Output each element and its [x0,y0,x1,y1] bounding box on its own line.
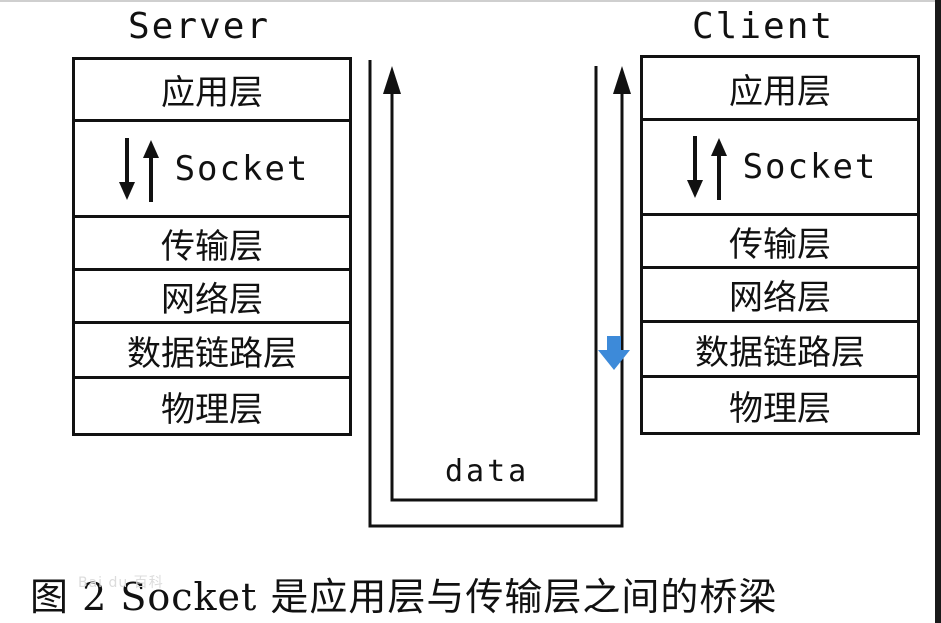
server-socket-layer: Socket [75,122,349,218]
client-network-layer: 网络层 [643,269,917,323]
server-data-link-layer: 数据链路层 [75,324,349,379]
client-physical-layer: 物理层 [729,388,831,429]
server-stack: 应用层 Socket 传输层 网络层 数据链路层 物理层 [72,57,352,436]
data-path-outer-arrowhead [613,66,631,94]
server-transport-layer: 传输层 [75,218,349,271]
data-path-inner-line [390,66,598,502]
down-arrow-icon [598,336,630,370]
client-data-link-layer: 数据链路层 [643,323,917,378]
watermark: Bai du 百科 [78,575,164,591]
data-path-outer-line [368,60,624,528]
server-network-layer: 网络层 [75,271,349,324]
bidirectional-arrows-icon [118,137,159,202]
server-title: Server [128,6,271,47]
client-application-layer: 应用层 [643,58,917,121]
right-border [935,0,941,623]
server-socket-label: Socket [174,148,310,189]
data-label: data [445,454,530,489]
bidirectional-arrows-icon [686,136,727,200]
figure-caption: 图 2 Socket 是应用层与传输层之间的桥梁 [30,575,778,619]
client-transport-layer: 传输层 [643,216,917,269]
server-physical-layer: 物理层 [161,389,263,430]
client-stack: 应用层 Socket 传输层 网络层 数据链路层 物理层 [640,55,920,435]
data-path-inner-arrowhead [383,66,401,94]
client-socket-layer: Socket [643,121,917,216]
top-border [0,0,941,2]
server-application-layer: 应用层 [75,60,349,122]
client-title: Client [692,6,835,47]
client-socket-label: Socket [742,147,878,187]
